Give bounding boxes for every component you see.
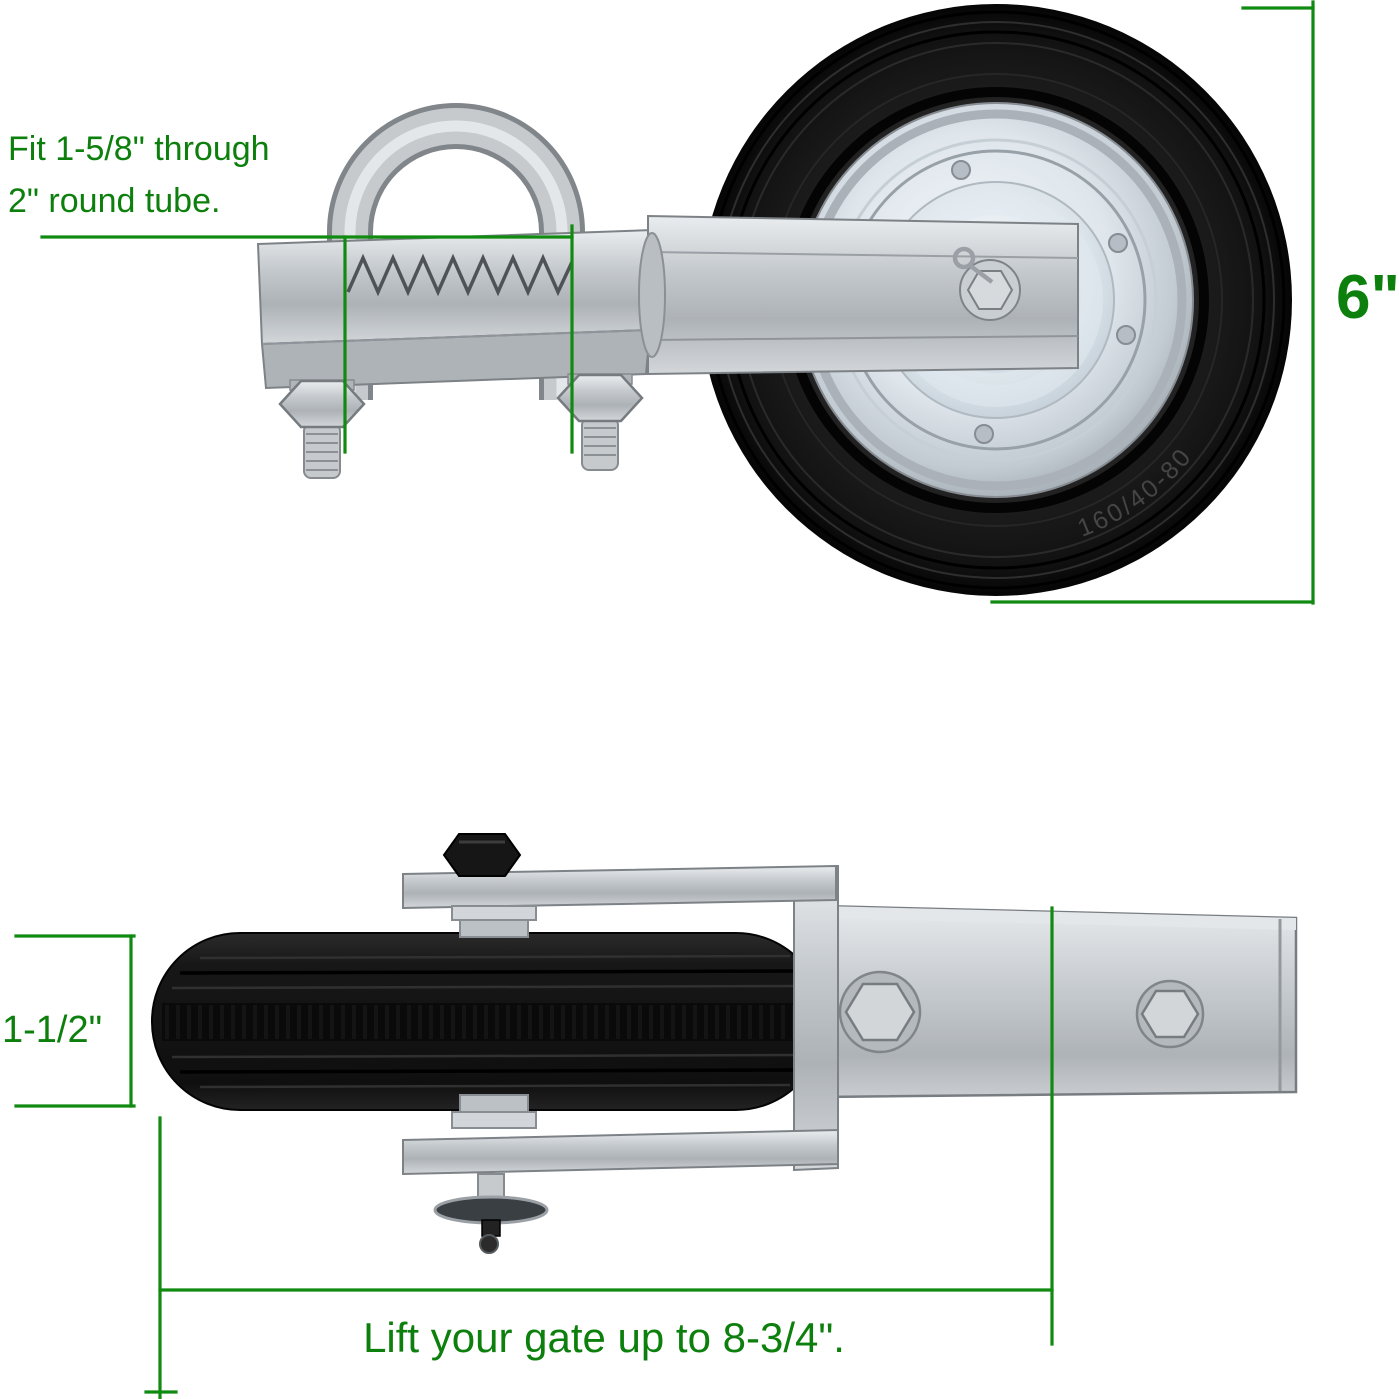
thread-lines-right [584,427,616,456]
hex-nut-right [556,373,644,423]
serrated-teeth [346,253,574,297]
spacer-washer-bottom [451,1111,537,1129]
arm-fold-line [647,251,1079,259]
rivet [974,424,994,444]
tread-line [179,1068,801,1074]
width-dimension-lines [14,934,136,1108]
tube-hex-bolt [1140,989,1200,1039]
bottom-view-assembly: 1-1/2" Lift your gate up to 8-3/4". [2,833,1298,1399]
diameter-dimension-lines [990,0,1315,605]
tread-line [199,954,791,960]
cotter-pin-loop [952,246,976,270]
spacer-washer-top [451,905,537,921]
cotter-pin [966,262,994,284]
top-view-assembly: 160/40-80 [8,0,1399,605]
axle-assembly [952,246,1021,321]
flat-washer-bottom [433,1195,549,1225]
clamp-bracket [256,228,654,390]
threaded-stud-right [581,417,619,471]
tread-line [171,1053,807,1059]
spacer-bushing-bottom [459,1094,529,1113]
lift-dimension-lines [144,906,1054,1399]
thread-lines-left [306,433,338,471]
center-tread-band [162,1003,816,1041]
yoke-side-plate [793,864,839,1172]
axle-hex-nut [966,270,1014,310]
rivet [951,160,971,180]
arm-fold-line [647,335,1079,341]
rivet [1108,233,1128,253]
tread-line [171,984,807,990]
clamp-fasteners [278,373,644,479]
weld-joint [638,232,666,358]
u-bolt-highlight [344,120,568,400]
tread-line [179,969,801,975]
clamp-note-line2: 2" round tube. [8,182,220,220]
swivel-yoke [402,833,839,1254]
clamp-note-line1: Fit 1-5/8" through [8,130,270,168]
bolt-tip [481,1219,501,1237]
plate-seam [261,329,651,345]
clamp-plate-upper [256,228,654,346]
wheel-diameter-label: 6" [1336,263,1399,332]
spacer-bushing-top [459,919,529,938]
tube-top-face [822,906,1296,930]
gate-tube-socket [820,904,1298,1099]
kingpin-hex-bolt [442,833,522,877]
clamp-dimension-lines [40,224,574,454]
tread-line [199,1083,791,1089]
yoke-top-plate [402,864,837,910]
tire-top [151,932,825,1111]
hex-nut-left [278,379,366,429]
screw-head [479,1234,499,1254]
u-bolt [327,103,585,400]
yoke-bottom-plate [402,1128,839,1176]
tube-hex-bolt [844,982,916,1042]
wheel-width-label: 1-1/2" [2,1009,102,1051]
rivet [1116,325,1136,345]
lift-note-label: Lift your gate up to 8-3/4". [363,1314,845,1361]
